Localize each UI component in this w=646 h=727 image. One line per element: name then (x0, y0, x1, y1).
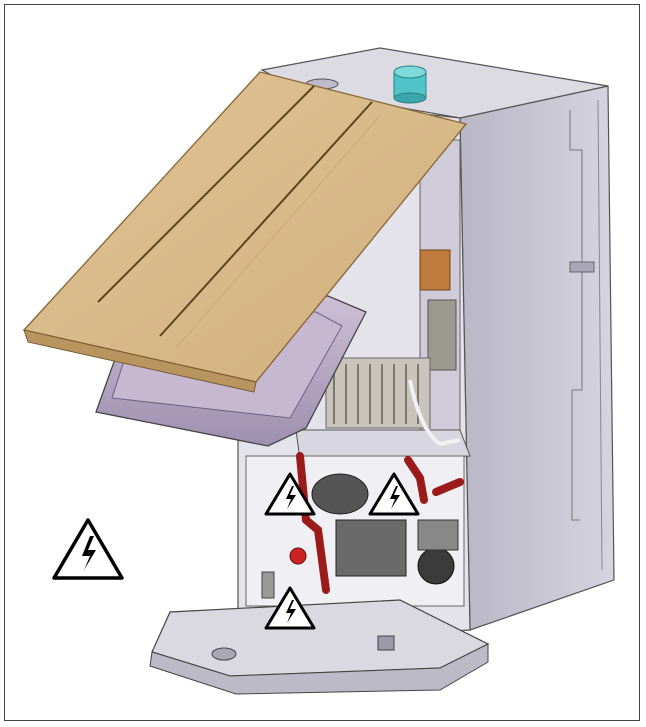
warning-upper-left (264, 472, 316, 516)
warning-lower (264, 586, 316, 630)
top-cover-lid (22, 71, 468, 393)
warning-upper-right (368, 472, 420, 516)
warning-standalone (52, 518, 124, 580)
flue-outlet (393, 65, 427, 104)
electric-hazard-icon (52, 472, 420, 630)
control-panel-tray (149, 599, 490, 695)
side-casing (459, 85, 615, 631)
water-pipes (296, 452, 464, 594)
